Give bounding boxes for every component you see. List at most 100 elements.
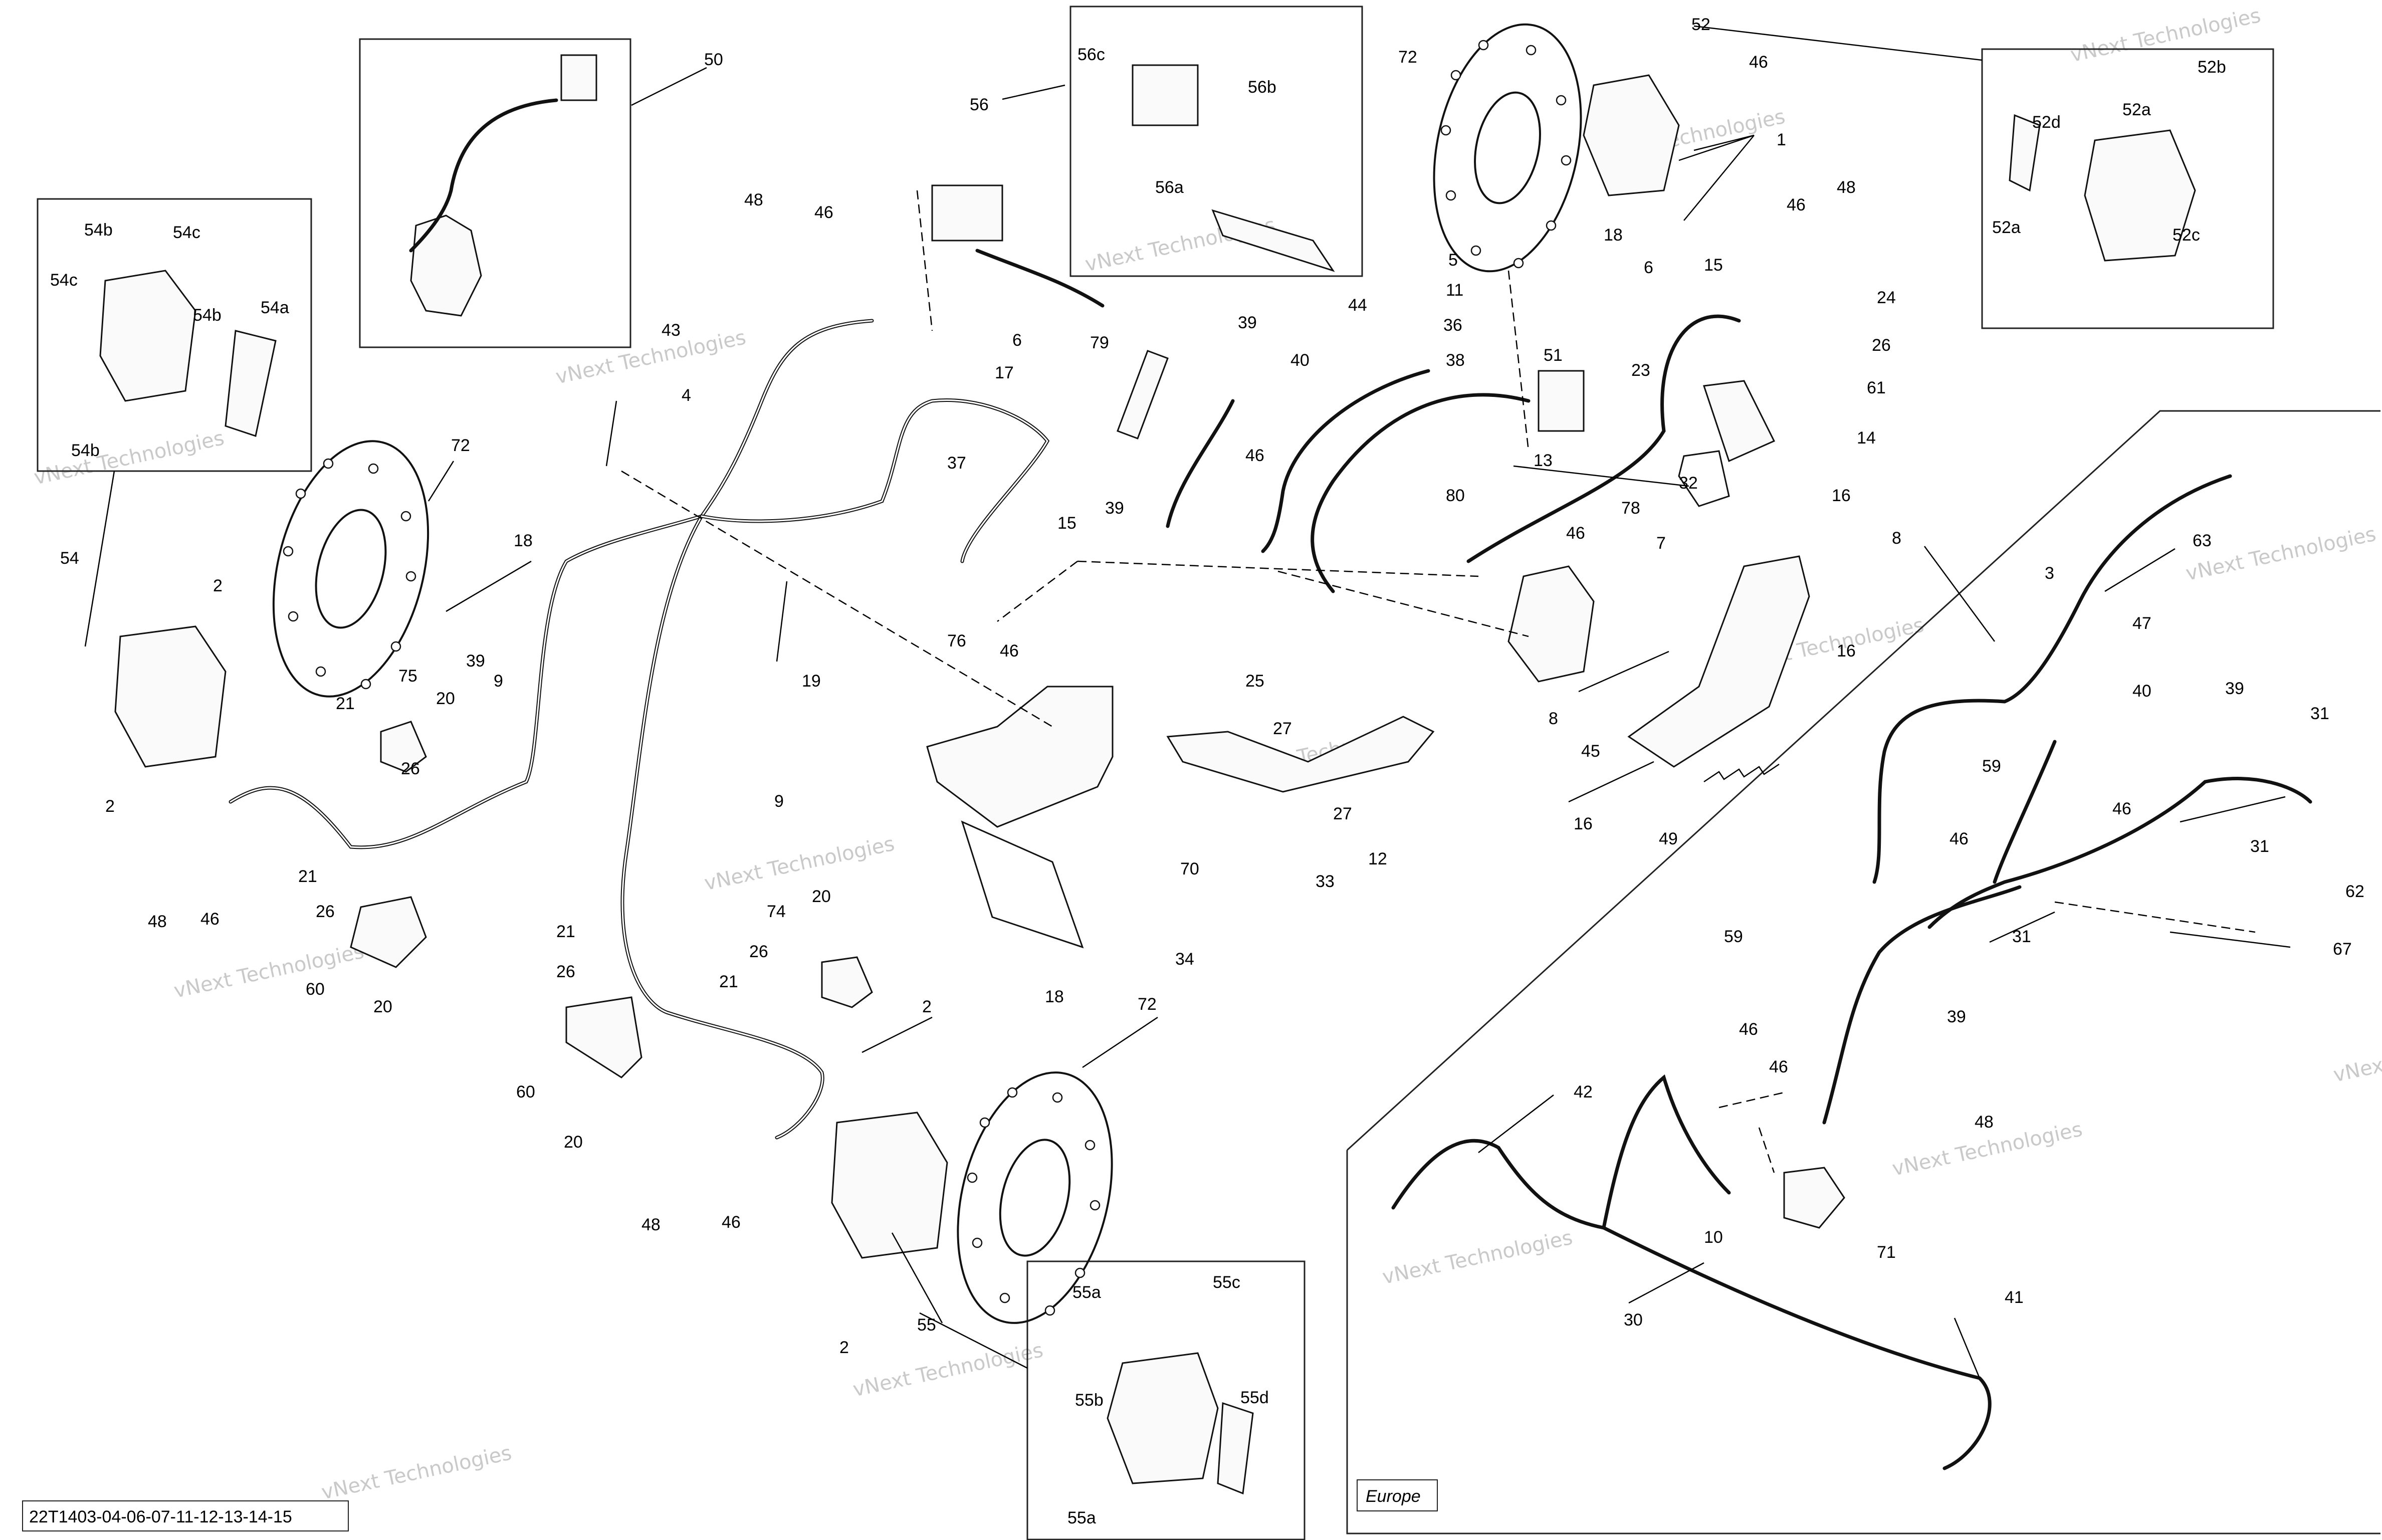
callout-label: 56b xyxy=(1248,78,1276,97)
callout-label: 46 xyxy=(1245,446,1264,465)
callout-label: 55 xyxy=(917,1315,936,1335)
callout-label: 54b xyxy=(71,441,100,460)
callout-label: 11 xyxy=(1446,281,1463,300)
caliper-kit-55 xyxy=(1107,1352,1219,1484)
callout-label: 9 xyxy=(494,672,503,691)
callout-label: 70 xyxy=(1180,859,1199,878)
callout-label: 20 xyxy=(436,689,455,708)
callout-label: 20 xyxy=(812,887,831,906)
callout-label: 15 xyxy=(1057,514,1076,533)
callout-label: 59 xyxy=(1982,757,2001,776)
callout-label: 39 xyxy=(2225,679,2244,698)
watermark: vNext Technologies xyxy=(702,832,897,895)
callout-label: 34 xyxy=(1175,950,1194,969)
bracket-45 xyxy=(1627,555,1810,768)
callout-label: 54c xyxy=(50,271,78,290)
callout-label: 39 xyxy=(1947,1007,1966,1026)
callout-label: 18 xyxy=(514,531,533,550)
bracket-60-lower xyxy=(565,996,642,1078)
callout-label: 26 xyxy=(401,759,420,778)
callout-label: 26 xyxy=(556,962,575,981)
callout-label: 21 xyxy=(298,867,317,886)
callout-label: 46 xyxy=(1749,53,1768,72)
callout-label: 46 xyxy=(1787,195,1806,214)
callout-label: 26 xyxy=(749,942,768,961)
callout-label: 56 xyxy=(970,95,989,114)
watermark: vNext Technologies xyxy=(319,1441,514,1504)
callout-label: 25 xyxy=(1245,672,1264,691)
caliper-54 xyxy=(114,625,227,768)
callout-label: 75 xyxy=(398,667,417,686)
callout-label: 63 xyxy=(2193,531,2212,550)
callout-label: 6 xyxy=(1644,258,1653,277)
hose-80 xyxy=(1311,393,1531,593)
callout-label: 5 xyxy=(1448,251,1458,270)
bracket-60-upper xyxy=(350,896,427,968)
spring-49 xyxy=(1703,763,1780,783)
diagram-id-box xyxy=(22,1500,349,1531)
callout-label: 26 xyxy=(316,902,335,921)
callout-label: 31 xyxy=(2310,704,2329,723)
gasket-32 xyxy=(1678,450,1730,507)
brake-lines xyxy=(229,314,2312,1470)
callout-label: 80 xyxy=(1446,486,1465,505)
callout-label: 8 xyxy=(1892,529,1901,548)
callout-label: 21 xyxy=(719,972,738,991)
callout-label: 12 xyxy=(1368,849,1387,868)
callout-label: 72 xyxy=(451,436,470,455)
callout-label: 54 xyxy=(60,549,79,568)
callout-label: 55a xyxy=(1067,1508,1096,1527)
callout-label: 21 xyxy=(556,922,575,941)
callout-label: 74 xyxy=(767,902,786,921)
callout-label: 40 xyxy=(1290,351,1310,370)
callout-label: 49 xyxy=(1659,829,1678,848)
brake-pad-54a xyxy=(225,330,277,437)
callout-label: 62 xyxy=(2345,882,2364,901)
callout-label: 52a xyxy=(1992,218,2021,237)
callout-label: 36 xyxy=(1443,316,1462,335)
callout-label: 27 xyxy=(1273,719,1292,738)
brake-hose-40 xyxy=(1166,399,1235,528)
brake-hose-31 xyxy=(1927,777,2312,929)
callout-label: 72 xyxy=(1138,995,1157,1014)
callout-label: 46 xyxy=(722,1213,741,1232)
callout-label: 48 xyxy=(1975,1113,1994,1132)
callout-label: 42 xyxy=(1574,1082,1593,1102)
callout-label: 40 xyxy=(2132,682,2151,701)
callout-label: 44 xyxy=(1348,296,1367,315)
hose-44 xyxy=(1261,369,1430,553)
callout-label: 55c xyxy=(1213,1273,1240,1292)
callout-label: 54a xyxy=(261,298,289,317)
front-master-cylinder-56 xyxy=(931,184,1003,242)
callout-label: 78 xyxy=(1621,499,1640,518)
callout-label: 31 xyxy=(2012,927,2031,946)
brake-hose-40-eu xyxy=(1993,740,2057,884)
callout-label: 15 xyxy=(1704,256,1723,275)
callout-label: 31 xyxy=(2250,837,2269,856)
europe-region-frame xyxy=(1346,410,2380,1151)
callout-label: 8 xyxy=(1549,709,1558,728)
callout-label: 33 xyxy=(1316,872,1335,891)
front-caliper-kit-frame xyxy=(37,198,312,472)
callout-label: 52c xyxy=(2173,226,2200,245)
callout-label: 46 xyxy=(1566,524,1585,543)
callout-label: 60 xyxy=(306,980,325,999)
master-cylinder-kit-56c xyxy=(1132,64,1199,126)
gasket-34 xyxy=(961,820,1084,949)
brake-hose-78 xyxy=(1466,314,1741,563)
watermark: vNext Technologies xyxy=(851,1339,1045,1401)
callout-label: 48 xyxy=(744,190,763,209)
callout-label: 46 xyxy=(200,910,220,929)
callout-label: 9 xyxy=(774,792,784,811)
callout-label: 16 xyxy=(1574,814,1593,833)
brake-disc-front-left xyxy=(272,440,429,698)
callout-label: 50 xyxy=(704,50,723,69)
callout-label: 79 xyxy=(1090,333,1109,352)
callout-label: 32 xyxy=(1679,474,1698,493)
callout-label: 7 xyxy=(1656,534,1666,553)
callout-label: 54b xyxy=(84,221,113,240)
callout-label: 48 xyxy=(148,912,167,931)
callout-label: 55b xyxy=(1075,1391,1104,1410)
assembly-dash-lines xyxy=(621,190,2256,1173)
callout-label: 10 xyxy=(1704,1228,1723,1247)
